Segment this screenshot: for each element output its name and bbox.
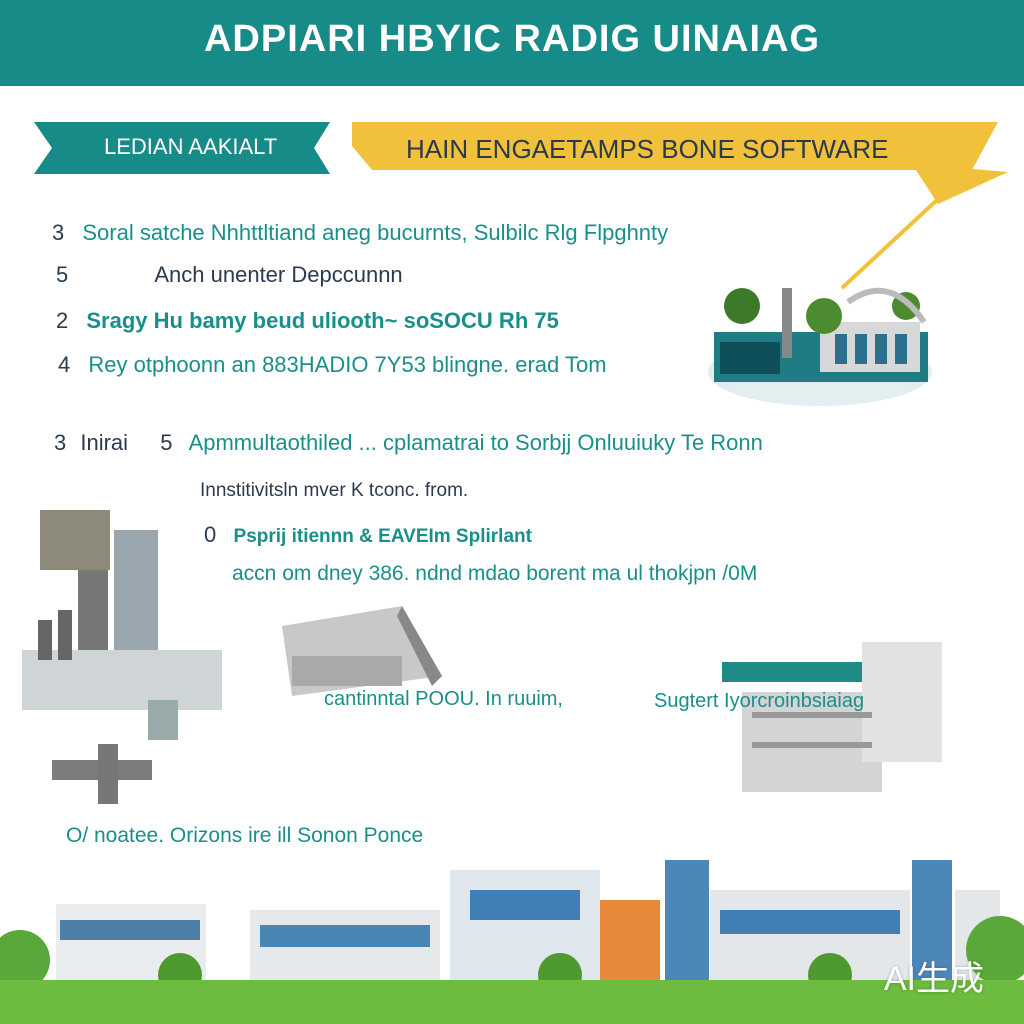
building-sketch-illustration [722, 642, 942, 792]
list-text: Rey otphoonn an 883HADIO 7Y53 blingne. e… [88, 352, 607, 377]
center-caption: cantinntal POOU. In ruuim, [324, 688, 563, 710]
list-number: 4 [58, 352, 71, 377]
left-ribbon-banner [34, 122, 330, 174]
right-ribbon-banner [352, 122, 1008, 290]
list-label: Inirai [80, 430, 129, 455]
list-item: 3 Soral satche Nhhttltiand aneg bucurnts… [52, 220, 668, 246]
sub-item: accn om dney 386. ndnd mdao borent ma ul… [232, 562, 757, 586]
list-number: 3 [52, 220, 65, 245]
list-text: Sragy Hu bamy beud uliooth~ soSOCU Rh 75 [86, 308, 559, 333]
list-text: Anch unenter Depccunnn [154, 262, 403, 287]
sub-text: Innstitivitsln mver K tconc. from. [200, 480, 469, 501]
list-number: 5 [160, 430, 173, 455]
list-item: 2 Sragy Hu bamy beud uliooth~ soSOCU Rh … [56, 308, 559, 334]
list-text: Apmmultaothiled ... cplamatrai to Sorbjj… [188, 430, 763, 455]
industrial-sketch-illustration [282, 606, 442, 696]
right-banner-label: HAIN ENGAETAMPS BONE SOFTWARE [406, 134, 889, 164]
page-title: ADPIARI HBYIC RADIG UINAIAG [203, 18, 821, 60]
sub-text: Psprij itiennn & EAVEIm Splirlant [233, 526, 532, 547]
right-caption: Sugtert Iyorcroinbsiaiag [654, 690, 865, 712]
list-number: 2 [56, 308, 69, 333]
list-item: 5 Anch unenter Depccunnn [56, 262, 403, 288]
sub-text: accn om dney 386. ndnd mdao borent ma ul… [232, 562, 758, 585]
left-banner-label: LEDIAN AAKIALT [104, 134, 278, 159]
list-number: 5 [56, 262, 69, 287]
ai-generated-watermark: AI生成 [883, 960, 984, 998]
list-item: 4 Rey otphoonn an 883HADIO 7Y53 blingne.… [58, 352, 607, 378]
sub-number: 0 [204, 522, 217, 547]
city-skyline-illustration [0, 860, 1024, 990]
list-item: 3 Inirai 5 Apmmultaothiled ... cplamatra… [54, 430, 763, 456]
bottom-note: O/ noatee. Orizons ire ill Sonon Ponce [66, 824, 424, 847]
grass-ground [0, 980, 1024, 1024]
list-text: Soral satche Nhhttltiand aneg bucurnts, … [82, 220, 669, 245]
sub-item: Innstitivitsln mver K tconc. from. [200, 480, 468, 502]
city-sketch-illustration [22, 510, 222, 804]
header-bar [0, 0, 1024, 86]
list-number: 3 [54, 430, 67, 455]
sub-item: 0 Psprij itiennn & EAVEIm Splirlant [204, 522, 532, 548]
factory-illustration [708, 287, 932, 406]
